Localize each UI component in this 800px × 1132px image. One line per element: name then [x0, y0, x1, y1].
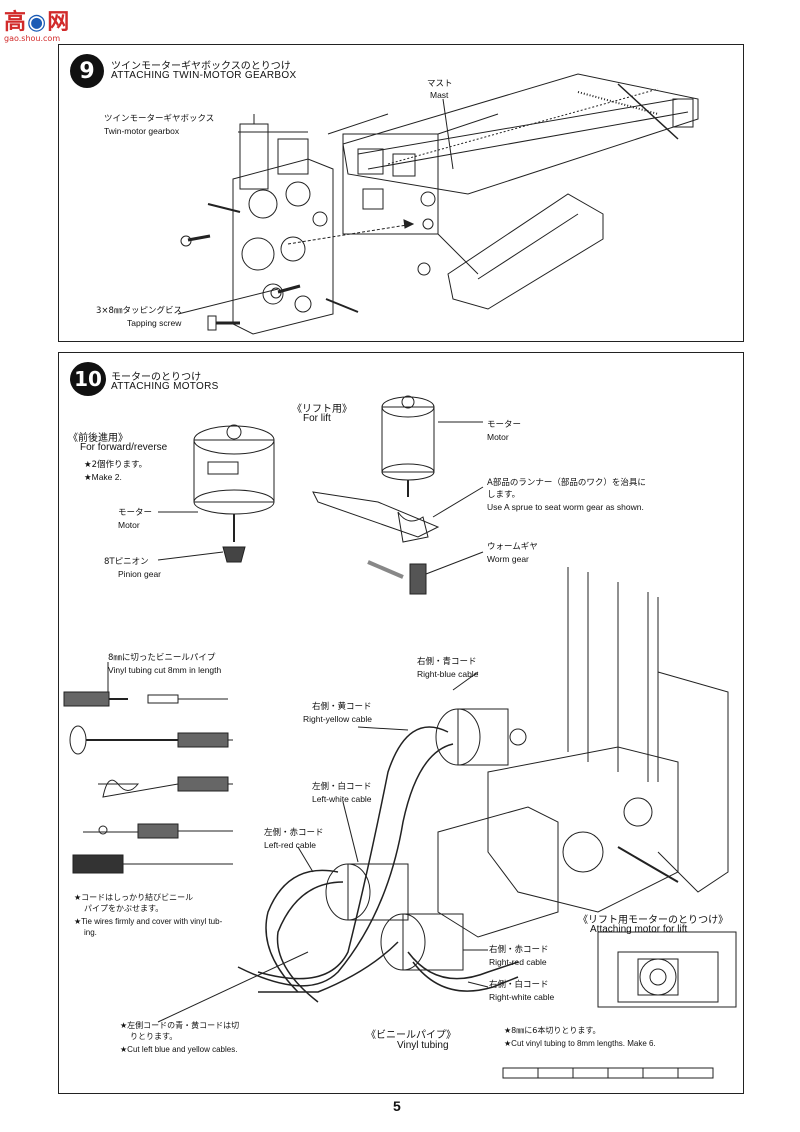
- sprue-note-jp-2: します。: [487, 490, 521, 500]
- make-six-note-en: ★Cut vinyl tubing to 8mm lengths. Make 6…: [504, 1039, 656, 1048]
- cut-cables-note-jp-2: りとります。: [130, 1032, 178, 1041]
- screw-label-jp: 3×8㎜タッピングビス: [96, 306, 182, 316]
- tie-wires-note-en-1: ★Tie wires firmly and cover with vinyl t…: [74, 917, 223, 926]
- site-watermark: 高◉网 gao.shou.com: [4, 4, 70, 43]
- right-blue-label-jp: 右側・青コード: [417, 657, 477, 667]
- step-9-title-jp: ツインモーターギヤボックスのとりつけ: [111, 61, 291, 72]
- lift-heading-en: For lift: [303, 413, 331, 424]
- vinyl-tubing-heading-jp: 《ビニールパイプ》: [366, 1030, 456, 1041]
- cut-cables-note-jp-1: ★左側コードの青・黄コードは切: [120, 1021, 240, 1030]
- right-red-label-jp: 右側・赤コード: [489, 945, 549, 955]
- wired-motors-drawing: [157, 671, 527, 1023]
- gearbox-assembly-illustration: [177, 73, 699, 335]
- pinion-label-en: Pinion gear: [118, 569, 162, 579]
- forward-reverse-heading-en: For forward/reverse: [80, 442, 168, 453]
- tubing-cut-label-jp: 8㎜に切ったビニールパイプ: [108, 653, 216, 663]
- step-9-panel: [58, 44, 744, 342]
- gearbox-label-en: Twin-motor gearbox: [104, 126, 180, 136]
- forward-motor-drawing: [157, 424, 275, 563]
- tie-wires-note-en-2: ing.: [84, 928, 97, 937]
- lift-motor-label-jp: モーター: [487, 420, 522, 430]
- cut-cables-note-en: ★Cut left blue and yellow cables.: [120, 1045, 238, 1054]
- vinyl-tubing-strip: [502, 1067, 714, 1079]
- lift-motor-attach-heading-en: Attaching motor for lift: [590, 924, 688, 935]
- worm-gear-label-en: Worm gear: [487, 554, 529, 564]
- left-white-label-jp: 左側・白コード: [312, 782, 372, 792]
- tie-wires-note-jp-1: ★コードはしっかり結びビニール: [74, 893, 194, 902]
- forward-reverse-heading-jp: 《前後進用》: [68, 433, 128, 444]
- motor-wiring-illustration: [63, 395, 737, 1079]
- mast-label-en: Mast: [430, 90, 449, 100]
- lift-motor-attach-heading-jp: 《リフト用モーターのとりつけ》: [578, 915, 729, 926]
- right-yellow-label-jp: 右側・黄コード: [312, 702, 372, 712]
- make-two-note-jp: ★2個作ります。: [84, 460, 148, 470]
- watermark-logo-icon: ◉: [27, 10, 48, 35]
- sprue-note-jp-1: A部品のランナー（部品のワク）を治具に: [487, 478, 646, 488]
- pinion-label-jp: 8Tピニオン: [104, 557, 149, 567]
- worm-gear-label-jp: ウォームギヤ: [487, 542, 538, 552]
- step-10-title-en: ATTACHING MOTORS: [111, 381, 219, 392]
- motor-label-en: Motor: [118, 520, 140, 530]
- make-two-note-en: ★Make 2.: [84, 472, 122, 482]
- left-white-label-en: Left-white cable: [312, 794, 372, 804]
- tie-wires-note-jp-2: パイプをかぶせます。: [84, 904, 164, 913]
- right-white-label-en: Right-white cable: [489, 992, 555, 1002]
- vinyl-tubing-heading-en: Vinyl tubing: [397, 1040, 449, 1051]
- watermark-char-b: 网: [47, 10, 71, 35]
- left-red-label-en: Left-red cable: [264, 840, 316, 850]
- chassis-drawing: [437, 567, 729, 938]
- right-blue-label-en: Right-blue cable: [417, 669, 479, 679]
- step-9-number: 9: [70, 54, 104, 88]
- lift-heading-jp: 《リフト用》: [292, 404, 352, 415]
- make-six-note-jp: ★8㎜に6本切りとります。: [504, 1026, 601, 1035]
- lift-motor-inset-drawing: [597, 931, 737, 1008]
- screw-label-en: Tapping screw: [127, 318, 182, 328]
- mast-label-jp: マスト: [427, 79, 453, 89]
- left-red-label-jp: 左側・赤コード: [264, 828, 324, 838]
- step-10-number: 10: [70, 362, 106, 396]
- page-number: 5: [393, 1098, 401, 1114]
- step-10-title-jp: モーターのとりつけ: [111, 372, 202, 383]
- motor-label-jp: モーター: [118, 508, 153, 518]
- right-white-label-jp: 右側・白コード: [489, 980, 549, 990]
- lift-motor-label-en: Motor: [487, 432, 509, 442]
- step-9-title-en: ATTACHING TWIN-MOTOR GEARBOX: [111, 70, 297, 81]
- watermark-url: gao.shou.com: [4, 34, 61, 43]
- tubing-cut-label-en: Vinyl tubing cut 8mm in length: [108, 665, 222, 675]
- tubing-steps-drawing: [63, 662, 233, 874]
- lift-motor-drawing: [312, 395, 484, 595]
- watermark-char-a: 高: [4, 10, 28, 35]
- right-yellow-label-en: Right-yellow cable: [303, 714, 372, 724]
- sprue-note-en: Use A sprue to seat worm gear as shown.: [487, 502, 644, 512]
- gearbox-label-jp: ツインモーターギヤボックス: [104, 114, 215, 124]
